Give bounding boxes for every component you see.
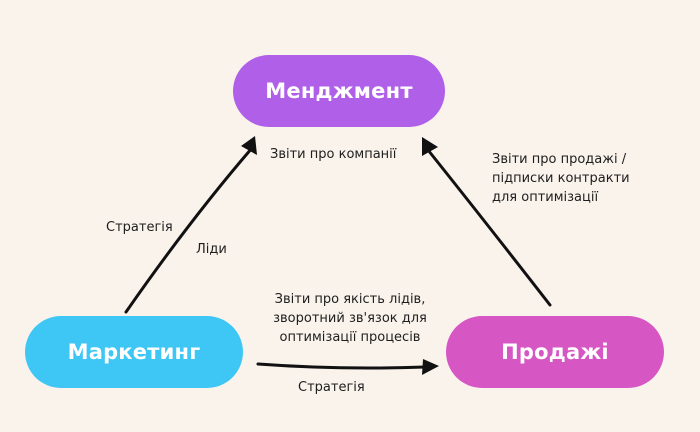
arrow-marketing-to-management xyxy=(124,146,254,314)
marketing-node: Маркетинг xyxy=(25,316,243,388)
arrowhead-sales-to-management xyxy=(422,137,438,156)
arrow-sales-to-management xyxy=(426,148,552,307)
sales-reports-label: Звіти про продажі / підписки контракти д… xyxy=(492,152,630,205)
arrowhead-marketing-to-management xyxy=(241,136,257,155)
strategy-bottom-label: Стратегія xyxy=(298,380,365,395)
sales-node: Продажі xyxy=(446,316,664,388)
company-reports-label: Звіти про компанії xyxy=(270,147,397,162)
strategy-left-label: Стратегія xyxy=(106,220,173,235)
management-node: Менджмент xyxy=(233,55,445,127)
lead-quality-label: Звіти про якість лідів, зворотний зв'язо… xyxy=(273,292,427,345)
arrow-marketing-to-sales xyxy=(256,362,427,370)
arrowhead-marketing-to-sales xyxy=(422,359,439,375)
leads-label: Ліди xyxy=(196,242,227,257)
